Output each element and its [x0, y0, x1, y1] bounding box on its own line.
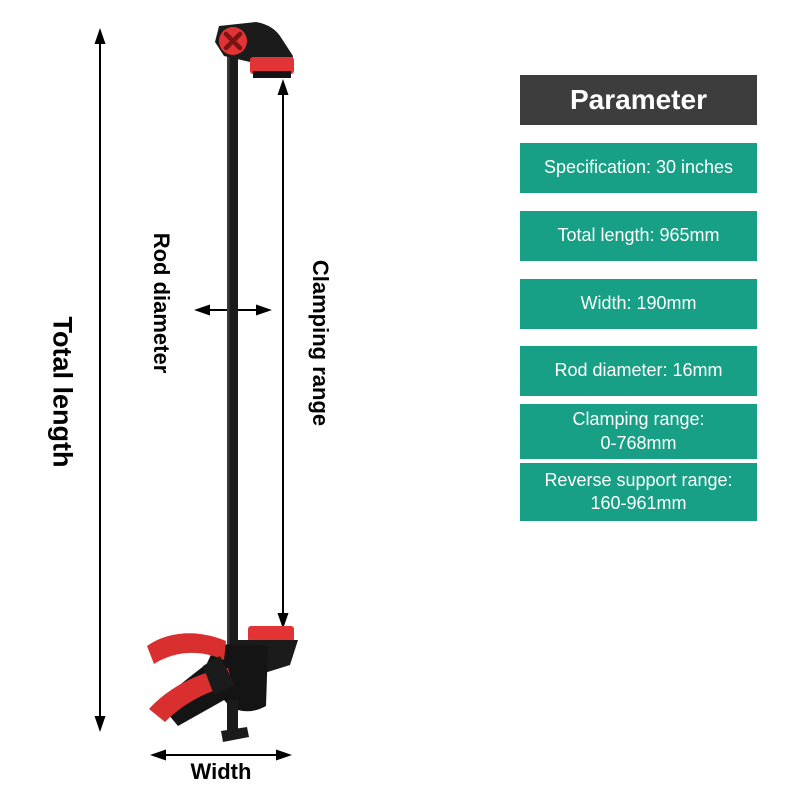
width-arrow	[150, 749, 292, 761]
rod-diameter-label: Rod diameter	[149, 232, 174, 374]
parameter-panel-title: Parameter	[520, 75, 757, 125]
clamp-top-jaw	[215, 22, 294, 78]
total-length-label: Total length	[47, 316, 78, 468]
clamp-bar	[227, 48, 238, 724]
spec-row-total-length: Total length: 965mm	[520, 211, 757, 261]
spec-row-rod-diameter: Rod diameter: 16mm	[520, 346, 757, 396]
spec-row-clamping-range: Clamping range: 0-768mm	[520, 404, 757, 459]
spec-row-specification: Specification: 30 inches	[520, 143, 757, 193]
clamping-range-arrow	[277, 79, 289, 629]
spec-row-reverse-support-range: Reverse support range: 160-961mm	[520, 463, 757, 521]
total-length-arrow	[94, 28, 106, 732]
width-label: Width	[190, 759, 252, 784]
clamp-handle-assembly	[147, 626, 298, 742]
clamping-range-label: Clamping range	[308, 259, 333, 427]
spec-row-width: Width: 190mm	[520, 279, 757, 329]
parameter-panel: Parameter Specification: 30 inches Total…	[520, 75, 757, 521]
